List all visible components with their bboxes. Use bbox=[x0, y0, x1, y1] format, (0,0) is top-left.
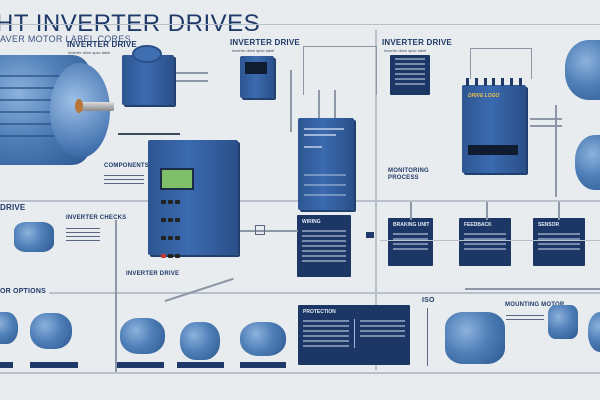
motor-image-bottom-2 bbox=[30, 313, 72, 349]
fuse-icon bbox=[366, 232, 374, 238]
heading-components: COMPONENTS bbox=[104, 163, 150, 169]
heading-drive: DRIVE bbox=[0, 203, 26, 212]
wire bbox=[115, 220, 117, 372]
caption-inverter-drive-1: inverter drive spec label bbox=[68, 50, 111, 55]
connector-line bbox=[380, 240, 600, 241]
wire bbox=[530, 118, 562, 120]
iso-label: ISO bbox=[422, 297, 435, 304]
wire bbox=[176, 80, 208, 82]
inverter-drive-branded: DRIVE LOGO bbox=[462, 85, 526, 173]
heading-inverter-checks: INVERTER CHECKS bbox=[66, 215, 127, 221]
heading-inverter-drive-bottom: INVERTER DRIVE bbox=[126, 271, 180, 277]
motor-label-4 bbox=[177, 362, 224, 368]
motor-label-5 bbox=[240, 362, 286, 368]
heading-inverter-drive-3: INVERTER DRIVE bbox=[382, 38, 452, 47]
motor-image-mid-right bbox=[575, 135, 600, 190]
panel-heading: WIRING bbox=[302, 219, 321, 225]
header-divider bbox=[0, 24, 600, 25]
lcd-display bbox=[160, 168, 194, 190]
large-motor-image bbox=[0, 45, 120, 175]
components-text bbox=[104, 172, 144, 187]
wire bbox=[176, 72, 208, 74]
vertical-divider bbox=[375, 30, 377, 370]
page-title: HT INVERTER DRIVES bbox=[0, 10, 261, 37]
motor-image-bottom-5 bbox=[240, 322, 286, 356]
inverter-unit-compact bbox=[240, 56, 274, 98]
wire bbox=[558, 202, 560, 220]
motor-image-edge bbox=[588, 312, 600, 352]
wire bbox=[470, 48, 532, 79]
inverter-drive-keypad-unit bbox=[148, 140, 238, 258]
heading-monitoring: MONITORING PROCESS bbox=[388, 168, 429, 181]
spec-panel-row-2: FEEDBACK bbox=[459, 218, 511, 266]
motor-image-bottom-4 bbox=[180, 322, 220, 360]
inverter-checks-text bbox=[66, 225, 100, 244]
wire bbox=[465, 288, 600, 290]
motor-label-2 bbox=[30, 362, 78, 368]
terminal-block bbox=[466, 78, 522, 86]
heading-motor-options: OR OPTIONS bbox=[0, 288, 49, 295]
heading-inverter-drive-2: INVERTER DRIVE bbox=[230, 38, 300, 47]
section-divider-lower bbox=[0, 292, 600, 294]
panel-heading: FEEDBACK bbox=[464, 222, 492, 228]
wire bbox=[290, 70, 292, 132]
panel-heading: SENSOR bbox=[538, 222, 560, 228]
heading-mounting-motor: MOUNTING MOTOR bbox=[505, 302, 565, 308]
keypad bbox=[160, 192, 192, 264]
panel-heading: PROTECTION bbox=[303, 309, 336, 315]
inverter-unit-small bbox=[122, 45, 174, 105]
motor-image-top-right bbox=[565, 40, 600, 100]
wire bbox=[164, 277, 234, 302]
wire bbox=[410, 202, 412, 220]
motor-label-3 bbox=[117, 362, 164, 368]
spec-panel-row-3: SENSOR bbox=[533, 218, 585, 266]
heading-inverter-drive-1: INVERTER DRIVE bbox=[67, 40, 137, 49]
wire bbox=[555, 105, 557, 197]
wiring-frame bbox=[303, 46, 377, 95]
brand-logo: DRIVE LOGO bbox=[468, 93, 500, 99]
section-divider-bottom bbox=[0, 372, 600, 374]
terminal-icon bbox=[255, 225, 265, 235]
caption-inverter-drive-2: inverter drive spec label bbox=[232, 48, 275, 53]
spec-panel-row-1: BRAKING UNIT bbox=[388, 218, 433, 266]
spec-panel-bottom: PROTECTION bbox=[298, 305, 410, 365]
mounting-motor-text bbox=[506, 312, 544, 323]
pump-motor-image bbox=[14, 222, 54, 252]
wire bbox=[530, 125, 562, 127]
iso-divider bbox=[427, 308, 428, 366]
inverter-drive-module bbox=[298, 118, 354, 210]
page-subtitle: AVER MOTOR LABEL CORES bbox=[0, 34, 131, 44]
motor-image-bottom-1 bbox=[0, 312, 18, 344]
motor-image-bottom-3 bbox=[120, 318, 165, 354]
wire bbox=[486, 202, 488, 220]
caption-inverter-drive-3: inverter drive spec label bbox=[384, 48, 427, 53]
motor-image-coupled bbox=[548, 305, 578, 339]
spec-panel-top bbox=[390, 55, 430, 95]
motor-label-1 bbox=[0, 362, 13, 368]
motor-image-mounting bbox=[445, 312, 505, 364]
spec-panel-center: WIRING bbox=[297, 215, 351, 277]
spec-line bbox=[118, 133, 180, 135]
wire bbox=[240, 230, 298, 232]
panel-heading: BRAKING UNIT bbox=[393, 222, 430, 228]
